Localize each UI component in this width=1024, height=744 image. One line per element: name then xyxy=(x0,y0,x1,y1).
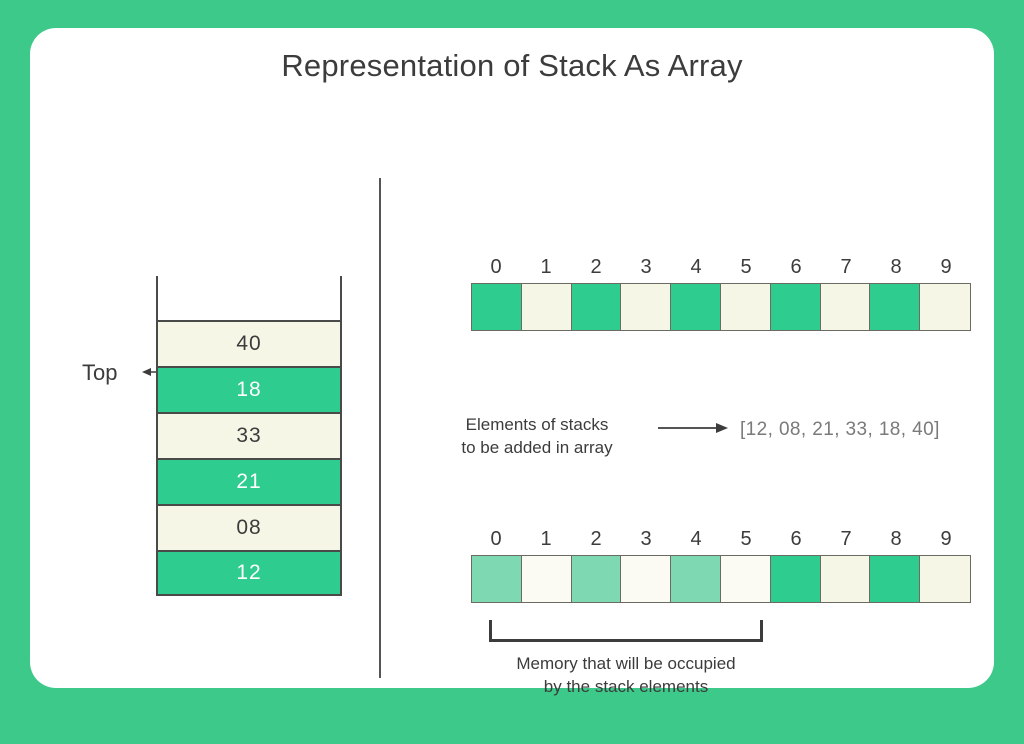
array-index: 5 xyxy=(740,256,752,278)
top-pointer-label: Top xyxy=(82,360,118,385)
array-index: 1 xyxy=(540,256,552,278)
stack-cell: 18 xyxy=(156,366,342,412)
memory-caption-line1: Memory that will be occupied xyxy=(516,654,736,673)
stack-cell-value: 33 xyxy=(236,424,262,447)
memory-caption-line2: by the stack elements xyxy=(543,677,709,696)
array-cell xyxy=(571,556,622,602)
stack-cell: 12 xyxy=(156,550,342,596)
array-index: 7 xyxy=(840,528,852,550)
stack-cell-value: 21 xyxy=(236,470,262,493)
array-index-row: 0 1 2 3 4 5 6 7 8 9 xyxy=(471,256,971,279)
elements-caption-line1: Elements of stacks xyxy=(465,415,609,434)
array-index: 1 xyxy=(540,528,552,550)
array-index: 4 xyxy=(690,528,702,550)
array-cell xyxy=(870,556,921,602)
array-index: 9 xyxy=(940,256,952,278)
array-cell xyxy=(671,556,721,602)
stack-elements-value: [12, 08, 21, 33, 18, 40] xyxy=(740,419,940,440)
array-cell-row xyxy=(471,555,971,603)
array-index: 9 xyxy=(940,528,952,550)
array-cell xyxy=(472,284,522,330)
array-index: 8 xyxy=(890,256,902,278)
array-cell-row xyxy=(471,283,971,331)
array-index: 8 xyxy=(890,528,902,550)
array-occupied: 0 1 2 3 4 5 6 7 8 9 xyxy=(471,528,971,603)
array-cell xyxy=(920,556,970,602)
array-index: 2 xyxy=(590,528,602,550)
stack-open-top xyxy=(156,276,342,320)
array-index: 4 xyxy=(690,256,702,278)
stack-cell-value: 12 xyxy=(236,561,262,584)
section-divider xyxy=(379,178,381,678)
array-cell xyxy=(472,556,522,602)
stack-cell-list: 40 18 33 21 08 12 xyxy=(156,320,342,596)
array-cell xyxy=(920,284,970,330)
array-empty: 0 1 2 3 4 5 6 7 8 9 xyxy=(471,256,971,331)
array-index: 0 xyxy=(490,528,502,550)
array-index: 0 xyxy=(490,256,502,278)
diagram-card: Representation of Stack As Array Top 40 … xyxy=(30,28,994,696)
array-index: 6 xyxy=(790,528,802,550)
array-cell xyxy=(621,556,672,602)
stack-cell-value: 40 xyxy=(236,332,262,355)
array-index: 7 xyxy=(840,256,852,278)
array-cell xyxy=(571,284,622,330)
array-cell xyxy=(521,284,572,330)
array-cell xyxy=(770,556,821,602)
memory-range-bracket xyxy=(489,620,763,642)
arrow-right-icon xyxy=(658,423,728,433)
array-cell xyxy=(720,556,771,602)
stack-cell: 33 xyxy=(156,412,342,458)
array-cell xyxy=(870,284,921,330)
elements-caption-line2: to be added in array xyxy=(461,438,613,457)
memory-caption: Memory that will be occupied by the stac… xyxy=(466,652,786,698)
array-cell xyxy=(521,556,572,602)
array-cell xyxy=(720,284,771,330)
array-index: 3 xyxy=(640,256,652,278)
stack-cell: 40 xyxy=(156,320,342,366)
stack-cell-value: 08 xyxy=(236,516,262,539)
stack-cell: 21 xyxy=(156,458,342,504)
array-index: 3 xyxy=(640,528,652,550)
array-cell xyxy=(671,284,721,330)
array-index: 5 xyxy=(740,528,752,550)
stack-cell: 08 xyxy=(156,504,342,550)
page-title: Representation of Stack As Array xyxy=(281,48,743,83)
array-cell xyxy=(770,284,821,330)
array-cell xyxy=(621,284,672,330)
elements-caption: Elements of stacks to be added in array xyxy=(444,413,630,459)
array-cell xyxy=(820,556,871,602)
stack-cell-value: 18 xyxy=(236,378,262,401)
array-index: 2 xyxy=(590,256,602,278)
array-index-row: 0 1 2 3 4 5 6 7 8 9 xyxy=(471,528,971,551)
array-index: 6 xyxy=(790,256,802,278)
stack-diagram: 40 18 33 21 08 12 xyxy=(126,276,346,596)
array-cell xyxy=(820,284,871,330)
